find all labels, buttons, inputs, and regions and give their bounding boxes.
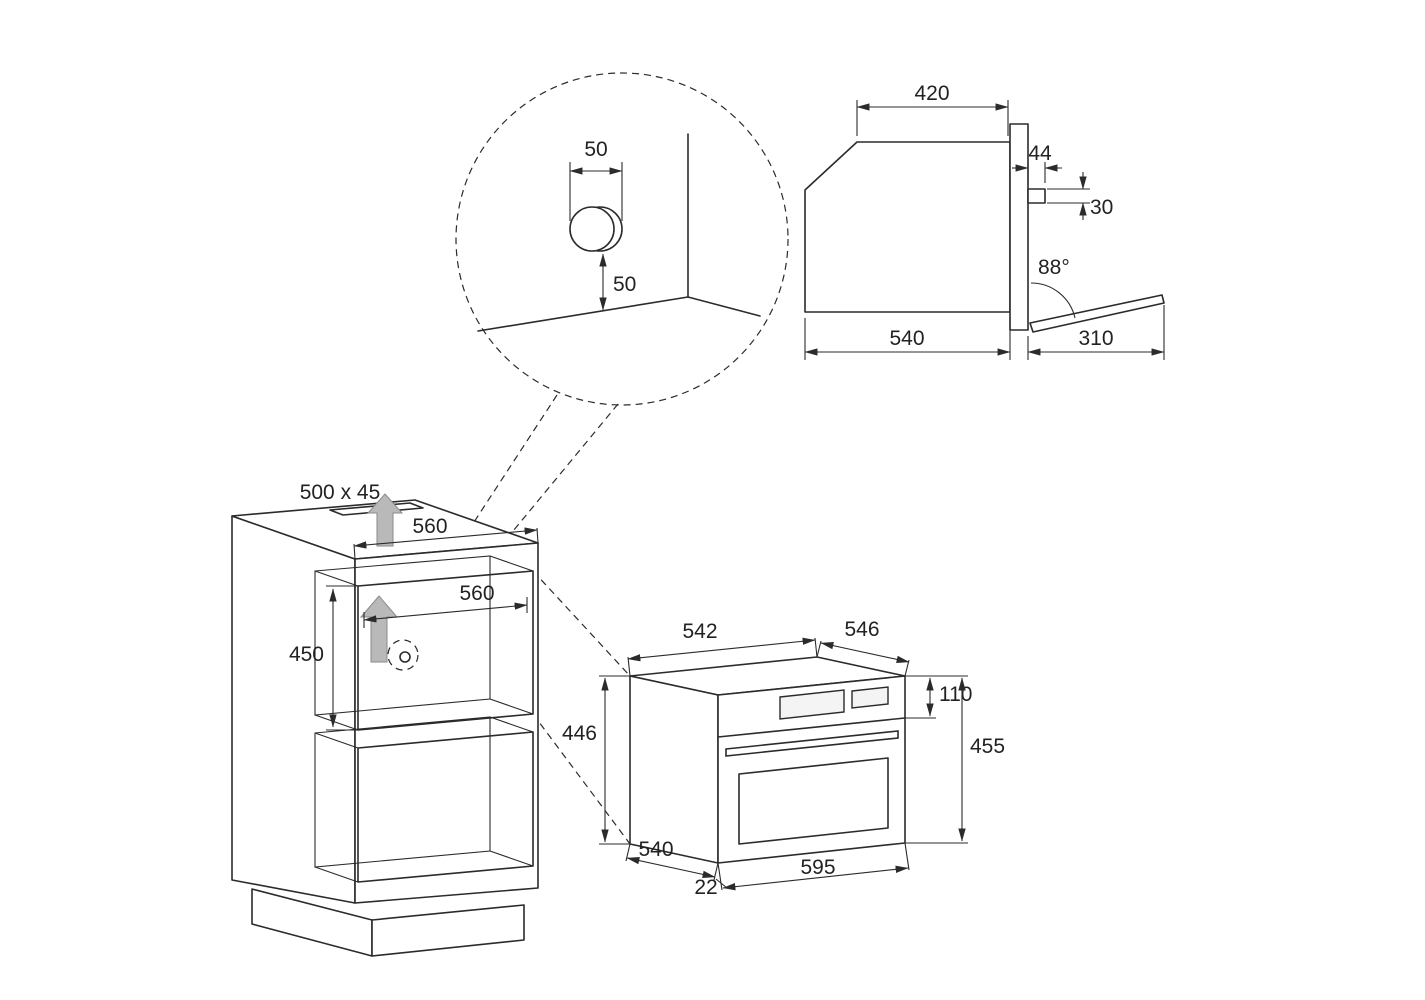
dim-label-rear-height: 446 [562,722,597,745]
insertion-line-top [532,570,631,677]
door-window [738,757,889,845]
ext-line [814,637,818,658]
dim-label-bottom-depth: 540 [638,838,673,861]
dim-label-niche-depth: 560 [459,582,494,605]
dim-line-niche-depth [363,602,528,623]
lower-edge [489,716,534,733]
lower-opening [357,731,534,883]
dim-label-niche-height: 450 [289,643,324,666]
oven-left-face [629,675,719,864]
dim-line-bottom-depth [626,857,716,878]
hole-callout-circle [387,639,419,671]
callout-circle [455,72,789,406]
dim-label-oven-top-depth: 546 [844,618,879,641]
niche-edge [489,555,534,572]
ext-line [717,862,723,891]
control-buttons [851,686,889,709]
dim-line-top-depth [353,527,538,549]
side-view: 88° 420 44 30 540 310 [804,82,1165,360]
dim-label-fascia-offset: 22 [694,876,717,899]
control-panel-divider [717,717,906,738]
dim-label-hole-diameter: 50 [584,138,607,161]
dim-line-fascia-width [722,865,909,891]
plinth-front-face [371,904,525,957]
dim-label-handle-projection: 44 [1028,142,1052,165]
oven-view: 542 546 110 455 446 540 22 595 [562,618,1005,899]
dim-label-hole-floor: 50 [613,273,636,296]
dim-label-door-angle: 88° [1038,256,1070,279]
hole-front-circle [569,206,615,252]
floor-line-left [477,296,689,332]
door-handle [725,730,899,757]
lower-edge [314,732,359,749]
lower-edge [314,866,359,883]
ext-line [904,842,910,871]
dim-line-top-depth [820,642,910,663]
cable-hole [399,651,411,663]
open-door-side [1029,294,1165,333]
insertion-line-bottom [532,713,631,845]
dim-label-top-width: 542 [682,620,717,643]
dim-label-panel-height: 110 [939,683,972,706]
floor-line-right [687,296,761,317]
fascia-side [1009,123,1029,331]
handle-side [1027,188,1046,204]
dim-label-body-depth: 540 [889,327,924,350]
dim-label-cabinet-top-depth: 560 [412,515,447,538]
dim-label-top-depth: 420 [914,82,949,105]
display [779,689,845,720]
door-angle-arc [1030,282,1076,319]
detail-callout: 50 50 [455,72,789,406]
dim-label-fascia-width: 595 [800,856,835,879]
dim-label-vent-cutout: 500 x 45 [300,481,381,504]
ext-line [816,640,822,658]
niche-edge [489,698,534,715]
cabinet-view: 500 x 45 560 560 450 [231,481,539,957]
oven-body-side [804,141,1011,313]
ext-line [536,527,539,544]
cabinet-left-panel [231,515,356,904]
ext-line [627,656,631,677]
niche-edge [314,570,359,587]
dim-label-front-height: 455 [970,735,1005,758]
dim-label-handle-height: 30 [1090,196,1113,219]
lower-edge [489,850,534,867]
dim-line-top-width [627,637,816,662]
dim-label-door-projection: 310 [1078,327,1113,350]
